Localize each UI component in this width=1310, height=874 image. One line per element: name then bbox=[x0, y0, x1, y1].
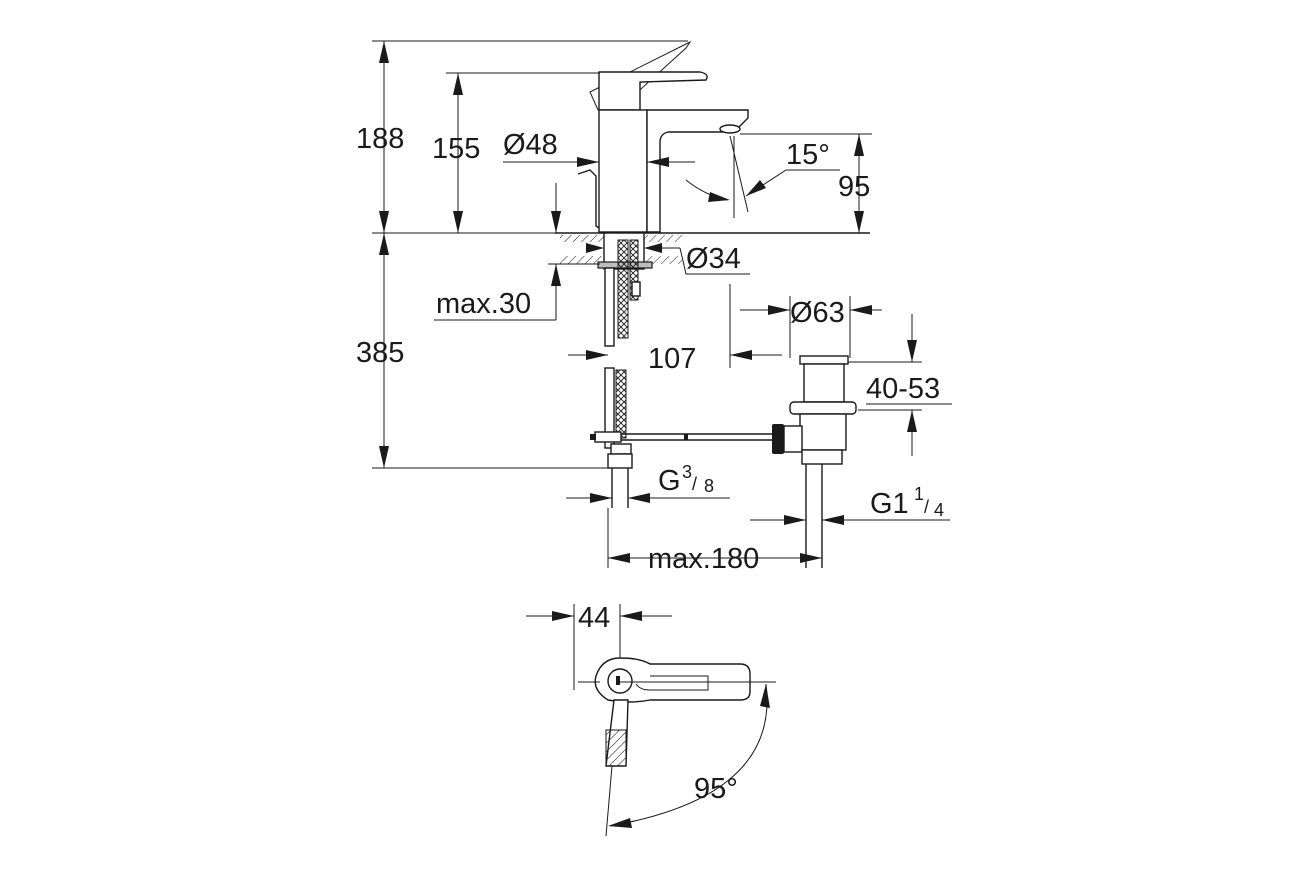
rotation-end-line bbox=[605, 765, 613, 837]
lever-handle-top bbox=[594, 657, 751, 703]
hose-thread-num: 3 bbox=[682, 462, 692, 482]
label-lever-offset: 44 bbox=[578, 602, 610, 634]
waste-side-connector bbox=[783, 425, 803, 453]
waste-thread-main: G1 bbox=[870, 488, 909, 520]
label-waste-range: 40-53 bbox=[866, 373, 940, 405]
lever-pivot bbox=[607, 668, 633, 694]
waste-knob bbox=[772, 424, 784, 454]
hose-thread-den: 8 bbox=[704, 476, 714, 496]
label-outlet-height: 95 bbox=[838, 171, 870, 203]
hose-thread-slash: / bbox=[692, 474, 697, 494]
hose-lower bbox=[615, 369, 627, 439]
label-waste-thread: G1 1 / 4 bbox=[870, 484, 944, 520]
waste-nut bbox=[801, 449, 843, 465]
waste-body bbox=[799, 413, 847, 451]
faucet-lever bbox=[598, 71, 708, 111]
lever-stem-hatch bbox=[605, 729, 627, 767]
label-base-diameter: Ø34 bbox=[686, 243, 741, 275]
faucet-side-view bbox=[577, 40, 749, 233]
deck-mounting bbox=[555, 232, 870, 508]
label-offset: 107 bbox=[648, 343, 696, 375]
waste-cap bbox=[799, 355, 849, 365]
waste-neck bbox=[803, 363, 845, 403]
hose-upper-2 bbox=[629, 239, 639, 301]
label-hose-thread: G 3 / 8 bbox=[658, 462, 714, 497]
aerator bbox=[719, 124, 741, 134]
pull-rod bbox=[621, 433, 772, 441]
rod-tip bbox=[590, 434, 596, 440]
waste-thread-den: 4 bbox=[934, 500, 944, 520]
lever-inner bbox=[635, 675, 709, 691]
waste-fitting bbox=[772, 355, 857, 568]
rotation-arc bbox=[609, 683, 768, 827]
label-spout-height: 155 bbox=[432, 133, 480, 165]
lever-top-view bbox=[526, 604, 776, 837]
threaded-rod-upper bbox=[604, 267, 615, 347]
label-total-height: 188 bbox=[356, 123, 404, 155]
hose-clip bbox=[631, 281, 641, 297]
label-max-reach: max.180 bbox=[648, 543, 759, 575]
label-pipe-length: 385 bbox=[356, 337, 404, 369]
label-body-diameter: Ø48 bbox=[503, 129, 558, 161]
waste-thread-num: 1 bbox=[914, 484, 924, 504]
label-spout-angle: 15° bbox=[786, 139, 830, 171]
pull-rod-clamp bbox=[684, 434, 688, 440]
threaded-rod-lower bbox=[604, 367, 615, 449]
lever-raised-outline bbox=[589, 40, 692, 111]
waste-thread-slash: / bbox=[924, 497, 929, 517]
hose-nut bbox=[610, 443, 632, 455]
dimension-labels: 188 155 Ø48 15° 95 Ø34 max.30 385 107 Ø6… bbox=[356, 123, 944, 805]
label-max-deck: max.30 bbox=[436, 288, 531, 320]
label-waste-diameter: Ø63 bbox=[790, 297, 845, 329]
hose-thread-main: G bbox=[658, 465, 681, 497]
hose-fitting bbox=[607, 453, 633, 469]
faucet-body bbox=[598, 109, 648, 233]
dimension-lines bbox=[372, 40, 952, 568]
label-lever-rotation: 95° bbox=[694, 773, 738, 805]
pivot-mark bbox=[616, 676, 620, 685]
waste-flange bbox=[789, 401, 857, 415]
rod-connector bbox=[594, 431, 622, 443]
hose-upper bbox=[617, 239, 629, 339]
popup-rod bbox=[577, 169, 600, 229]
